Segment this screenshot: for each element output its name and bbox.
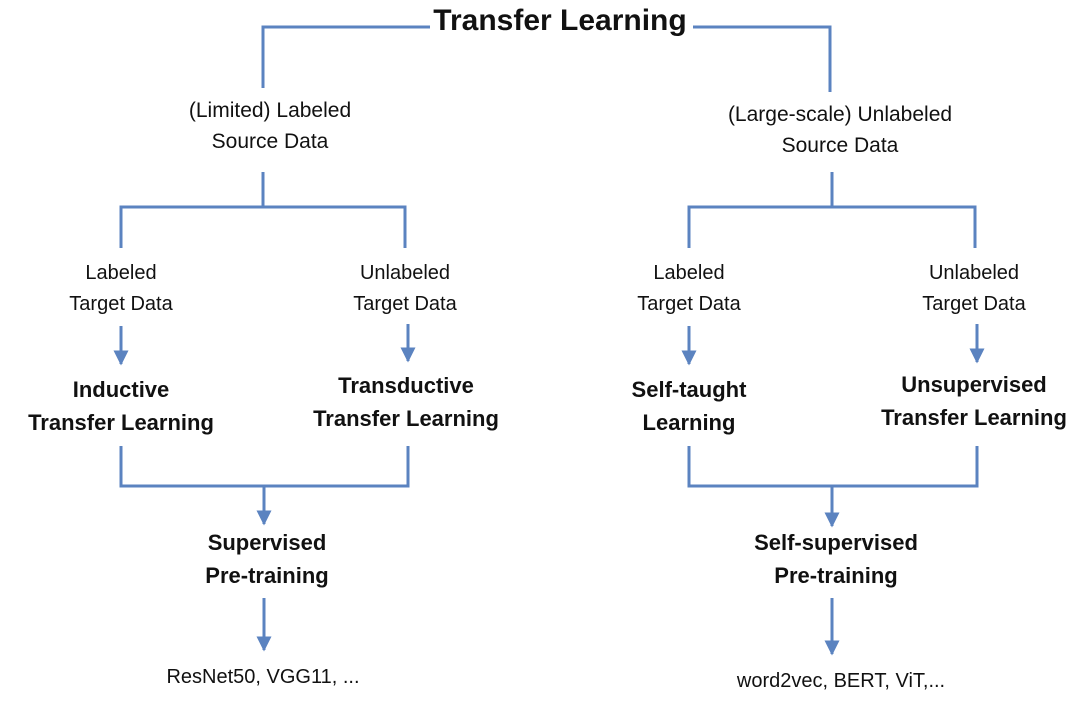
left-labeled-target-node: Labeled Target Data	[69, 258, 172, 320]
left-unlabeled-target-node: Unlabeled Target Data	[353, 258, 456, 320]
self-supervised-pretraining-node: Self-supervised Pre-training	[754, 526, 918, 592]
left-unlabeled-target-line2: Target Data	[353, 293, 457, 315]
supervised-line1: Supervised	[207, 530, 327, 555]
inductive-line1: Inductive	[72, 377, 170, 402]
inductive-transfer-learning-node: Inductive Transfer Learning	[28, 373, 214, 439]
supervised-line2: Pre-training	[205, 563, 329, 588]
right-labeled-target-node: Labeled Target Data	[637, 258, 740, 320]
right-source-split-line	[687, 205, 977, 248]
supervised-pretraining-node: Supervised Pre-training	[205, 526, 328, 592]
unsupervised-line1: Unsupervised	[901, 372, 1047, 397]
left-source-line1: (Limited) Labeled	[188, 99, 352, 122]
left-examples: ResNet50, VGG11, ...	[166, 666, 360, 688]
left-labeled-target-line1: Labeled	[85, 262, 157, 284]
left-methods-merge-line	[119, 446, 410, 488]
diagram-title: Transfer Learning	[433, 4, 687, 37]
right-source-line2: Source Data	[781, 134, 899, 157]
left-source-split-line	[119, 205, 407, 248]
right-source-line1: (Large-scale) Unlabeled	[727, 103, 953, 126]
left-unlabeled-target-line1: Unlabeled	[359, 262, 451, 284]
self-taught-learning-node: Self-taught Learning	[632, 373, 747, 439]
transductive-transfer-learning-node: Transductive Transfer Learning	[313, 369, 499, 435]
right-unlabeled-target-node: Unlabeled Target Data	[922, 258, 1025, 320]
right-unlabeled-target-line2: Target Data	[922, 293, 1026, 315]
right-unlabeled-target-line1: Unlabeled	[928, 262, 1020, 284]
inductive-line2: Transfer Learning	[28, 410, 214, 435]
title-to-right-branch-line	[693, 25, 832, 92]
self-taught-line2: Learning	[642, 410, 736, 435]
self-supervised-line1: Self-supervised	[754, 530, 918, 555]
left-labeled-target-line2: Target Data	[69, 293, 173, 315]
unsupervised-transfer-learning-node: Unsupervised Transfer Learning	[881, 368, 1067, 434]
transductive-line1: Transductive	[338, 373, 474, 398]
self-supervised-line2: Pre-training	[774, 563, 898, 588]
right-labeled-target-line2: Target Data	[637, 293, 741, 315]
left-source-line2: Source Data	[211, 130, 329, 153]
title-to-left-branch-line	[261, 25, 430, 88]
self-taught-line1: Self-taught	[631, 377, 747, 402]
right-methods-merge-line	[687, 446, 979, 488]
right-labeled-target-line1: Labeled	[653, 262, 725, 284]
right-source-node: (Large-scale) Unlabeled Source Data	[728, 99, 952, 161]
right-examples: word2vec, BERT, ViT,...	[736, 670, 946, 692]
unsupervised-line2: Transfer Learning	[881, 405, 1067, 430]
left-source-node: (Limited) Labeled Source Data	[189, 95, 351, 157]
transductive-line2: Transfer Learning	[313, 406, 499, 431]
